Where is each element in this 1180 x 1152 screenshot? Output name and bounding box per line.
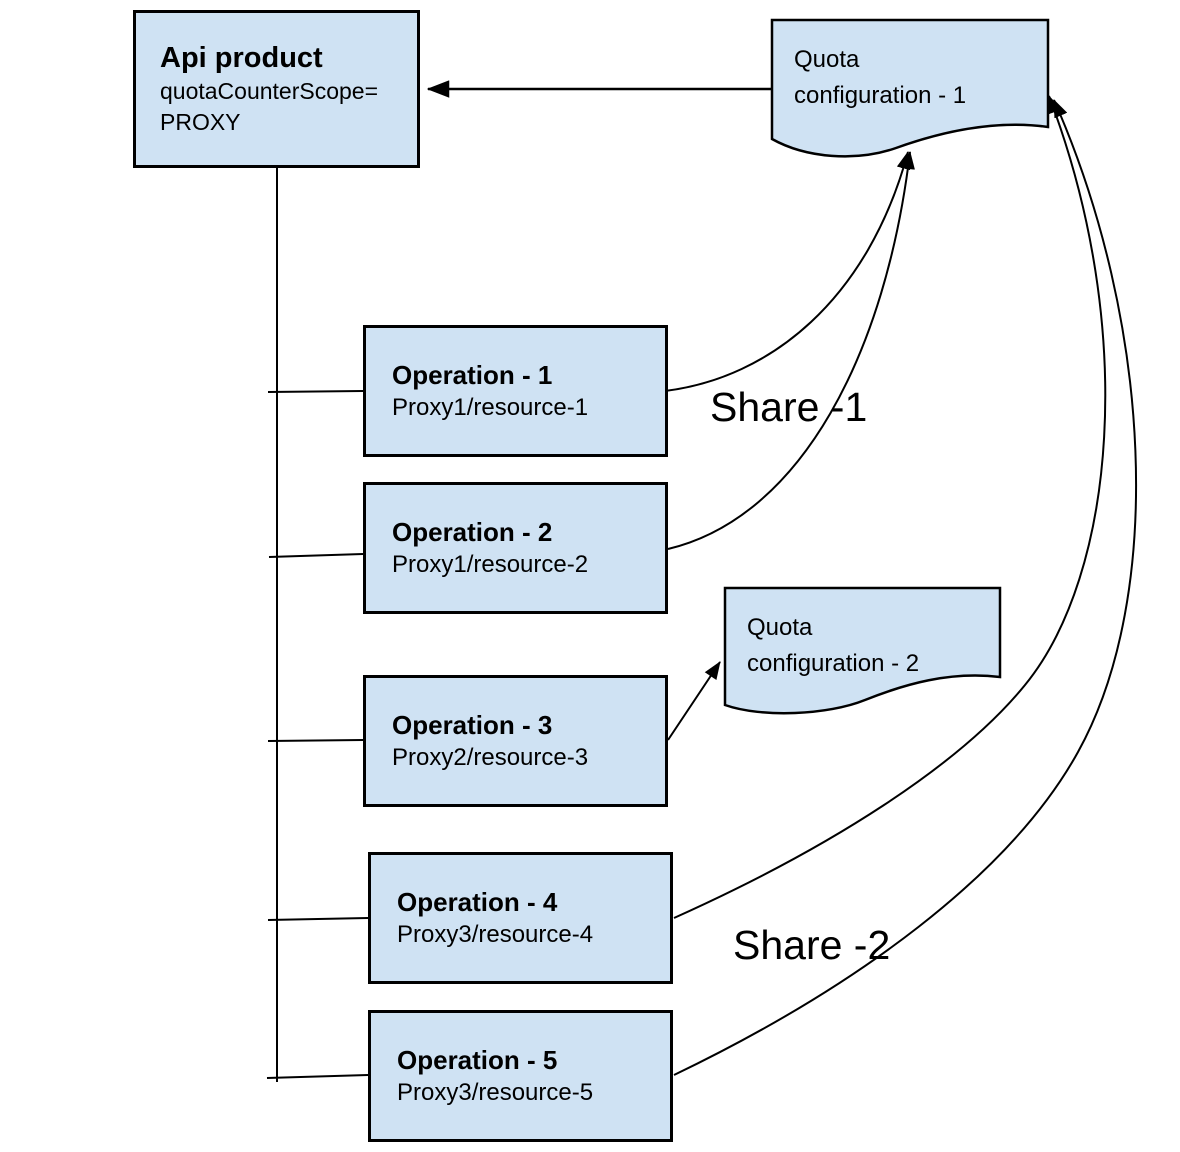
- branch-operation-5: [266, 1074, 369, 1079]
- branch-operation-2: [268, 553, 364, 558]
- quota-config-2-line1: Quota: [747, 614, 813, 641]
- operation-5-path: Proxy3/resource-5: [397, 1079, 594, 1106]
- operation-2-path: Proxy1/resource-2: [392, 551, 589, 578]
- arrow-operation-4-to-quota1: [673, 95, 1107, 919]
- share-1-label: Share -1: [710, 384, 868, 430]
- operation-1-title: Operation - 1: [392, 360, 553, 390]
- operation-3-title: Operation - 3: [392, 710, 553, 740]
- quota-config-2-label: Quota configuration - 2: [747, 610, 919, 682]
- api-product-title: Api product: [160, 42, 323, 74]
- operation-2-title: Operation - 2: [392, 517, 553, 547]
- operation-3-box: Operation - 3 Proxy2/resource-3: [363, 675, 668, 807]
- operation-5-box: Operation - 5 Proxy3/resource-5: [368, 1010, 673, 1142]
- quota-config-1-line1: Quota: [794, 46, 860, 73]
- quota-config-2-line2: configuration - 2: [747, 650, 920, 677]
- arrow-operation-2-to-quota1: [667, 151, 915, 550]
- operation-4-path: Proxy3/resource-4: [397, 921, 594, 948]
- api-product-attr-line2: PROXY: [160, 109, 241, 135]
- quota-config-1-document: [770, 18, 1050, 158]
- api-product-box: Api product quotaCounterScope= PROXY: [133, 10, 420, 168]
- quota-config-1-line2: configuration - 1: [794, 82, 967, 109]
- operation-3-path: Proxy2/resource-3: [392, 744, 589, 771]
- arrow-operation-3-to-quota2: [667, 661, 721, 741]
- quota-config-2-document: [723, 586, 1002, 715]
- arrow-operation-1-to-quota1: [664, 151, 911, 392]
- api-product-attr-line1: quotaCounterScope=: [160, 78, 379, 104]
- operation-1-box: Operation - 1 Proxy1/resource-1: [363, 325, 668, 457]
- operation-5-title: Operation - 5: [397, 1045, 558, 1075]
- branch-operation-3: [267, 739, 364, 742]
- branch-operation-1: [267, 390, 364, 393]
- branch-operation-4: [267, 917, 369, 921]
- share-2-label: Share -2: [733, 922, 891, 968]
- arrow-operation-5-to-quota1: [673, 99, 1138, 1076]
- operation-4-box: Operation - 4 Proxy3/resource-4: [368, 852, 673, 984]
- operation-1-path: Proxy1/resource-1: [392, 394, 589, 421]
- quota-config-1-label: Quota configuration - 1: [794, 42, 966, 114]
- operation-4-title: Operation - 4: [397, 887, 558, 917]
- operation-2-box: Operation - 2 Proxy1/resource-2: [363, 482, 668, 614]
